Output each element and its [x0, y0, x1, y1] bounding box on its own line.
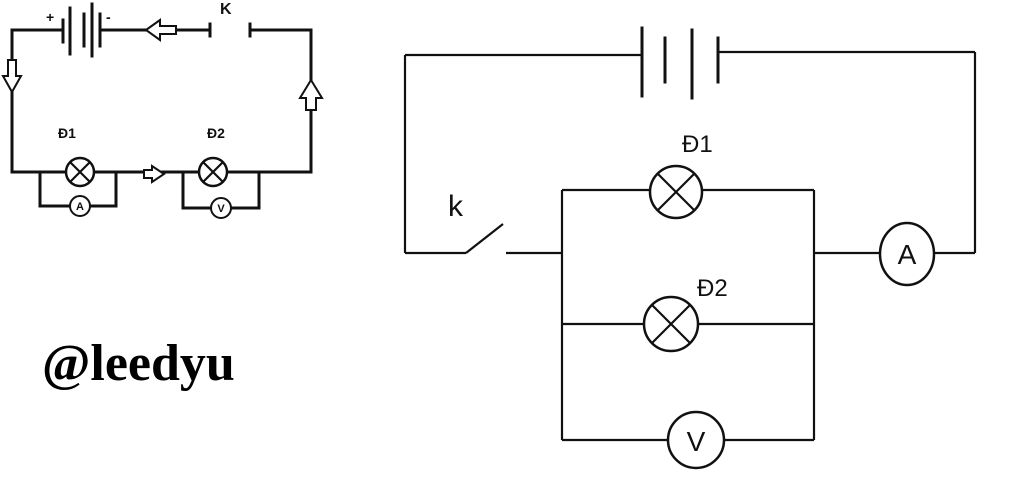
right-ammeter-label: A — [898, 239, 917, 270]
right-lamp1-label: Đ1 — [682, 131, 713, 158]
left-ammeter — [69, 195, 91, 217]
left-lamp1-label: Đ1 — [58, 125, 76, 141]
right-lamp2-label: Đ2 — [697, 275, 728, 302]
left-arrow-bottom-icon — [143, 164, 166, 184]
left-lamp2-label: Đ2 — [207, 125, 225, 141]
right-switch-blade — [465, 223, 504, 254]
right-voltmeter-label: V — [687, 426, 706, 457]
right-circuit: k Đ1 Đ2 V A — [403, 26, 977, 470]
left-arrow-up-icon — [298, 78, 324, 111]
right-lamp-1 — [648, 164, 704, 220]
left-circuit: + - K Đ1 A Đ2 V — [1, 1, 324, 219]
right-ammeter — [878, 221, 936, 287]
left-arrow-down-icon — [1, 59, 23, 95]
left-ammeter-label: A — [76, 201, 84, 213]
left-battery — [61, 2, 102, 58]
right-battery — [640, 26, 720, 100]
left-arrow-top-icon — [144, 18, 177, 42]
watermark-text: @leedyu — [42, 335, 235, 392]
left-switch — [208, 22, 252, 38]
left-lamp-2 — [197, 156, 229, 188]
left-voltmeter-label: V — [217, 203, 225, 215]
left-switch-label: K — [220, 1, 232, 18]
left-voltmeter — [210, 197, 232, 219]
left-battery-minus-label: - — [106, 9, 111, 25]
left-lamp-1 — [64, 156, 96, 188]
left-battery-plus-label: + — [46, 9, 54, 25]
right-voltmeter — [666, 410, 726, 470]
right-lamp-2 — [642, 295, 700, 353]
right-switch-label: k — [448, 190, 464, 223]
